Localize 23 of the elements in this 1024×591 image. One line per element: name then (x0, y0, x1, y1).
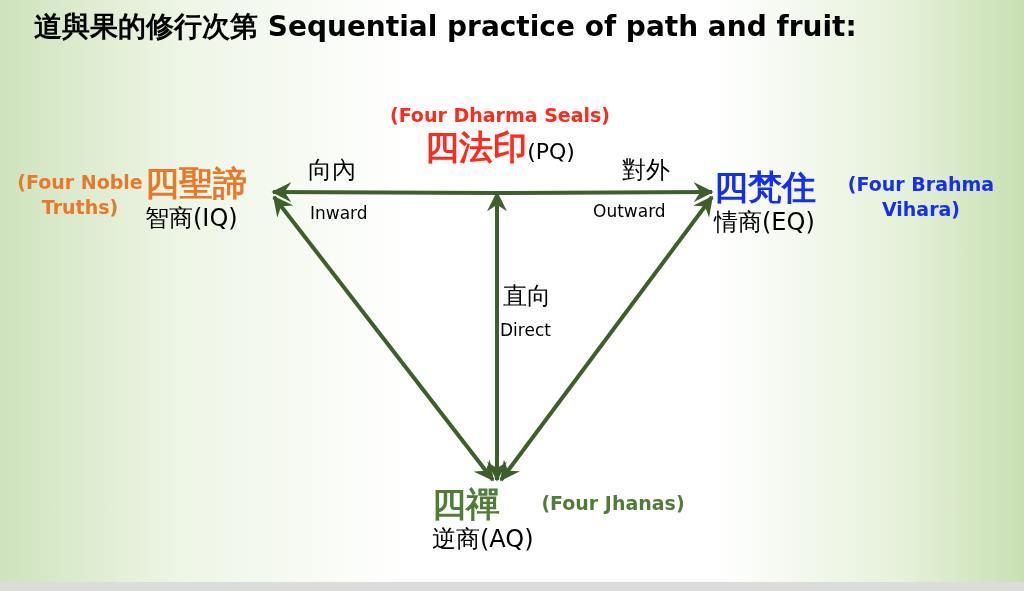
node-text: (Four Dharma Seals) (389, 104, 611, 127)
node-text: (PQ) (527, 138, 575, 166)
direction-label: Outward (593, 201, 666, 222)
node-text: 四法印 (425, 126, 528, 168)
node-text: 四梵住 (714, 167, 816, 208)
node-text: 四禪 (432, 484, 500, 525)
arrow (499, 195, 714, 482)
english-translation: (Four Noble Truths) (16, 170, 144, 220)
direction-label: Direct (500, 320, 551, 341)
direction-label: Inward (310, 203, 368, 224)
arrow (497, 182, 714, 203)
node-text: 四聖諦 (145, 163, 247, 204)
node-text: 逆商(AQ) (432, 524, 534, 554)
edge-label: 向內 (308, 156, 356, 185)
arrow (272, 195, 495, 482)
title: 道與果的修行次第 Sequential practice of path and fruit: (34, 9, 857, 45)
edge-label: 直向 (503, 282, 551, 311)
node-text: 情商(EQ) (714, 207, 815, 237)
node-text: 智商(IQ) (145, 203, 238, 233)
english-translation: (Four Jhanas) (540, 491, 686, 516)
edge-label: 對外 (622, 156, 670, 185)
english-translation: (Four Brahma Vihara) (846, 172, 996, 222)
arrow (271, 182, 497, 203)
